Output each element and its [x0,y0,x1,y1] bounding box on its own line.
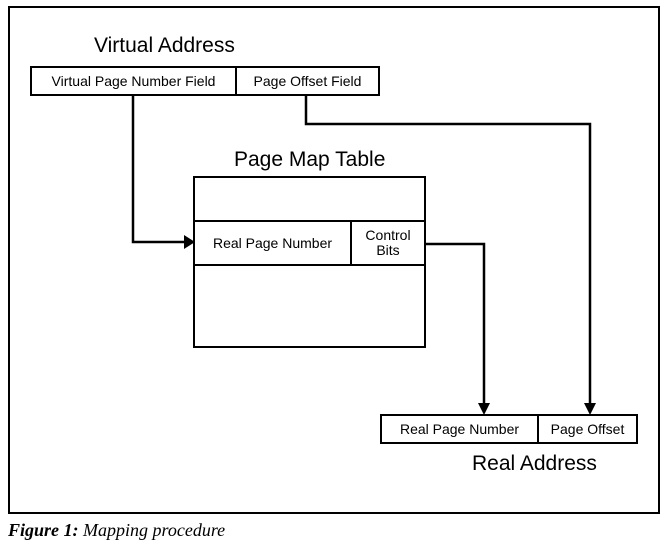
virtual-address-box: Virtual Page Number Field Page Offset Fi… [30,66,380,96]
real-address-title: Real Address [472,452,597,475]
caption-label: Figure 1: [8,520,79,540]
real-page-number-field: Real Page Number [399,420,520,437]
caption-text: Mapping procedure [83,520,226,540]
entry-control-bits: Control Bits [350,222,424,264]
virtual-page-number-field: Virtual Page Number Field [51,72,216,89]
page-map-table-entry: Real Page Number Control Bits [195,220,424,266]
page-map-table-box: Real Page Number Control Bits [193,176,426,348]
page-map-table-title: Page Map Table [234,148,386,171]
diagram-frame [8,6,660,514]
page-offset-field-real: Page Offset [537,416,636,442]
figure-caption: Figure 1: Mapping procedure [8,520,225,541]
virtual-address-title: Virtual Address [94,34,235,57]
real-address-box: Real Page Number Page Offset [380,414,638,444]
page-offset-field: Page Offset Field [235,68,378,94]
entry-real-page-number: Real Page Number [212,234,333,251]
